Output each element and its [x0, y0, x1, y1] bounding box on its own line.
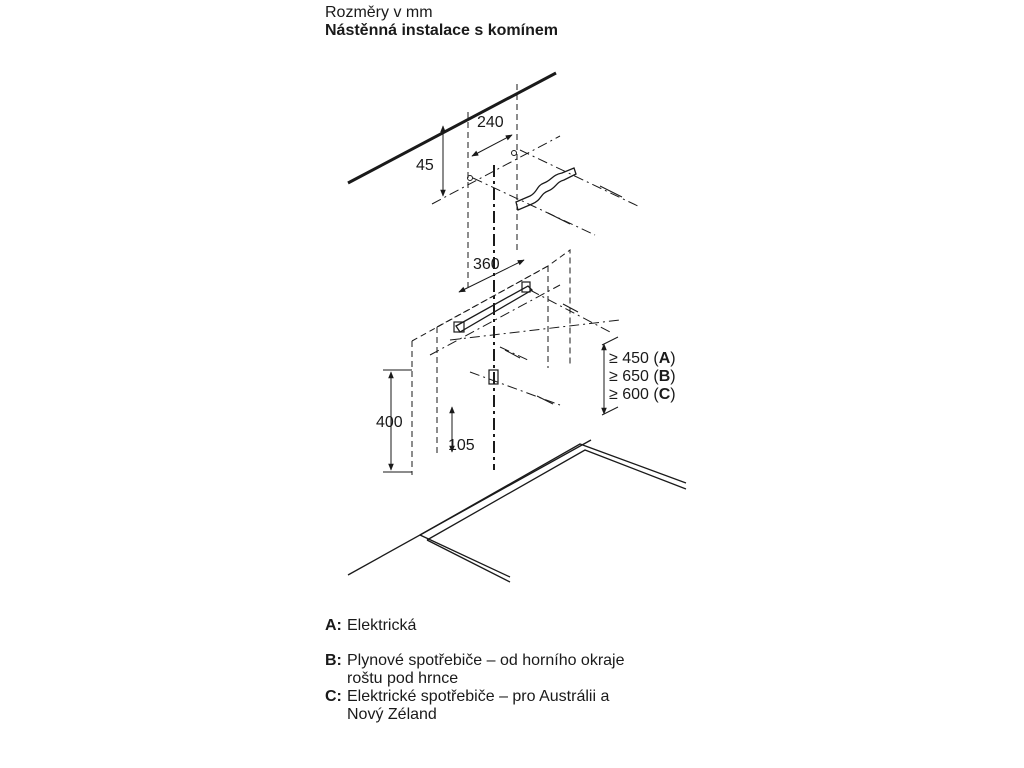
wall-bracket-bar — [455, 285, 534, 333]
legend-text: Elektrická — [347, 617, 417, 634]
legend-key: C: — [325, 688, 342, 705]
hole-marker — [467, 175, 473, 181]
legend-key: A: — [325, 617, 342, 634]
clearance-b: ≥ 650 (B) — [609, 368, 676, 385]
title-block: Rozměry v mm Nástěnná instalace s komíne… — [325, 4, 558, 40]
legend-item-a: A: Elektrická — [325, 617, 625, 635]
screw-icon — [547, 212, 571, 225]
legend-text: Elektrické spotřebiče – pro Austrálii a … — [347, 688, 610, 723]
clearance-a: ≥ 450 (A) — [609, 350, 676, 367]
legend-item-b: B: Plynové spotřebiče – od horního okraj… — [325, 652, 625, 688]
dim-clearance: ≥ 450 (A) ≥ 650 (B) ≥ 600 (C) — [601, 336, 676, 416]
dim-45: 45 — [416, 125, 446, 197]
bracket-end — [453, 321, 465, 333]
dim-400-label: 400 — [376, 414, 403, 431]
screw-icon — [536, 395, 554, 405]
cooktop — [347, 439, 687, 583]
page-title: Rozměry v mm — [325, 4, 433, 21]
middle-bracket-group — [411, 249, 621, 475]
legend-text: Plynové spotřebiče – od horního okraje r… — [347, 652, 625, 687]
screw-icon — [562, 303, 579, 313]
legend-item-c: C: Elektrické spotřebiče – pro Austrálii… — [325, 688, 625, 724]
chimney-bracket — [515, 167, 577, 211]
dim-240: 240 — [471, 114, 513, 157]
upper-bracket-group — [431, 84, 641, 290]
hole-marker — [511, 150, 517, 156]
dim-105: 105 — [448, 406, 475, 454]
lower-bracket — [488, 369, 499, 385]
screw-icon — [504, 349, 521, 359]
ceiling-line — [347, 71, 557, 185]
dim-360-label: 360 — [473, 256, 500, 273]
dim-360: 360 — [458, 256, 525, 293]
screw-icon — [599, 185, 623, 198]
clearance-c: ≥ 600 (C) — [609, 386, 676, 403]
dim-45-label: 45 — [416, 157, 434, 174]
dim-400: 400 — [376, 369, 412, 473]
dim-240-label: 240 — [477, 114, 504, 131]
legend-key: B: — [325, 652, 342, 669]
page-subtitle: Nástěnná instalace s komínem — [325, 22, 558, 39]
dim-105-label: 105 — [448, 437, 475, 454]
legend: A: Elektrická B: Plynové spotřebiče – od… — [325, 617, 625, 724]
